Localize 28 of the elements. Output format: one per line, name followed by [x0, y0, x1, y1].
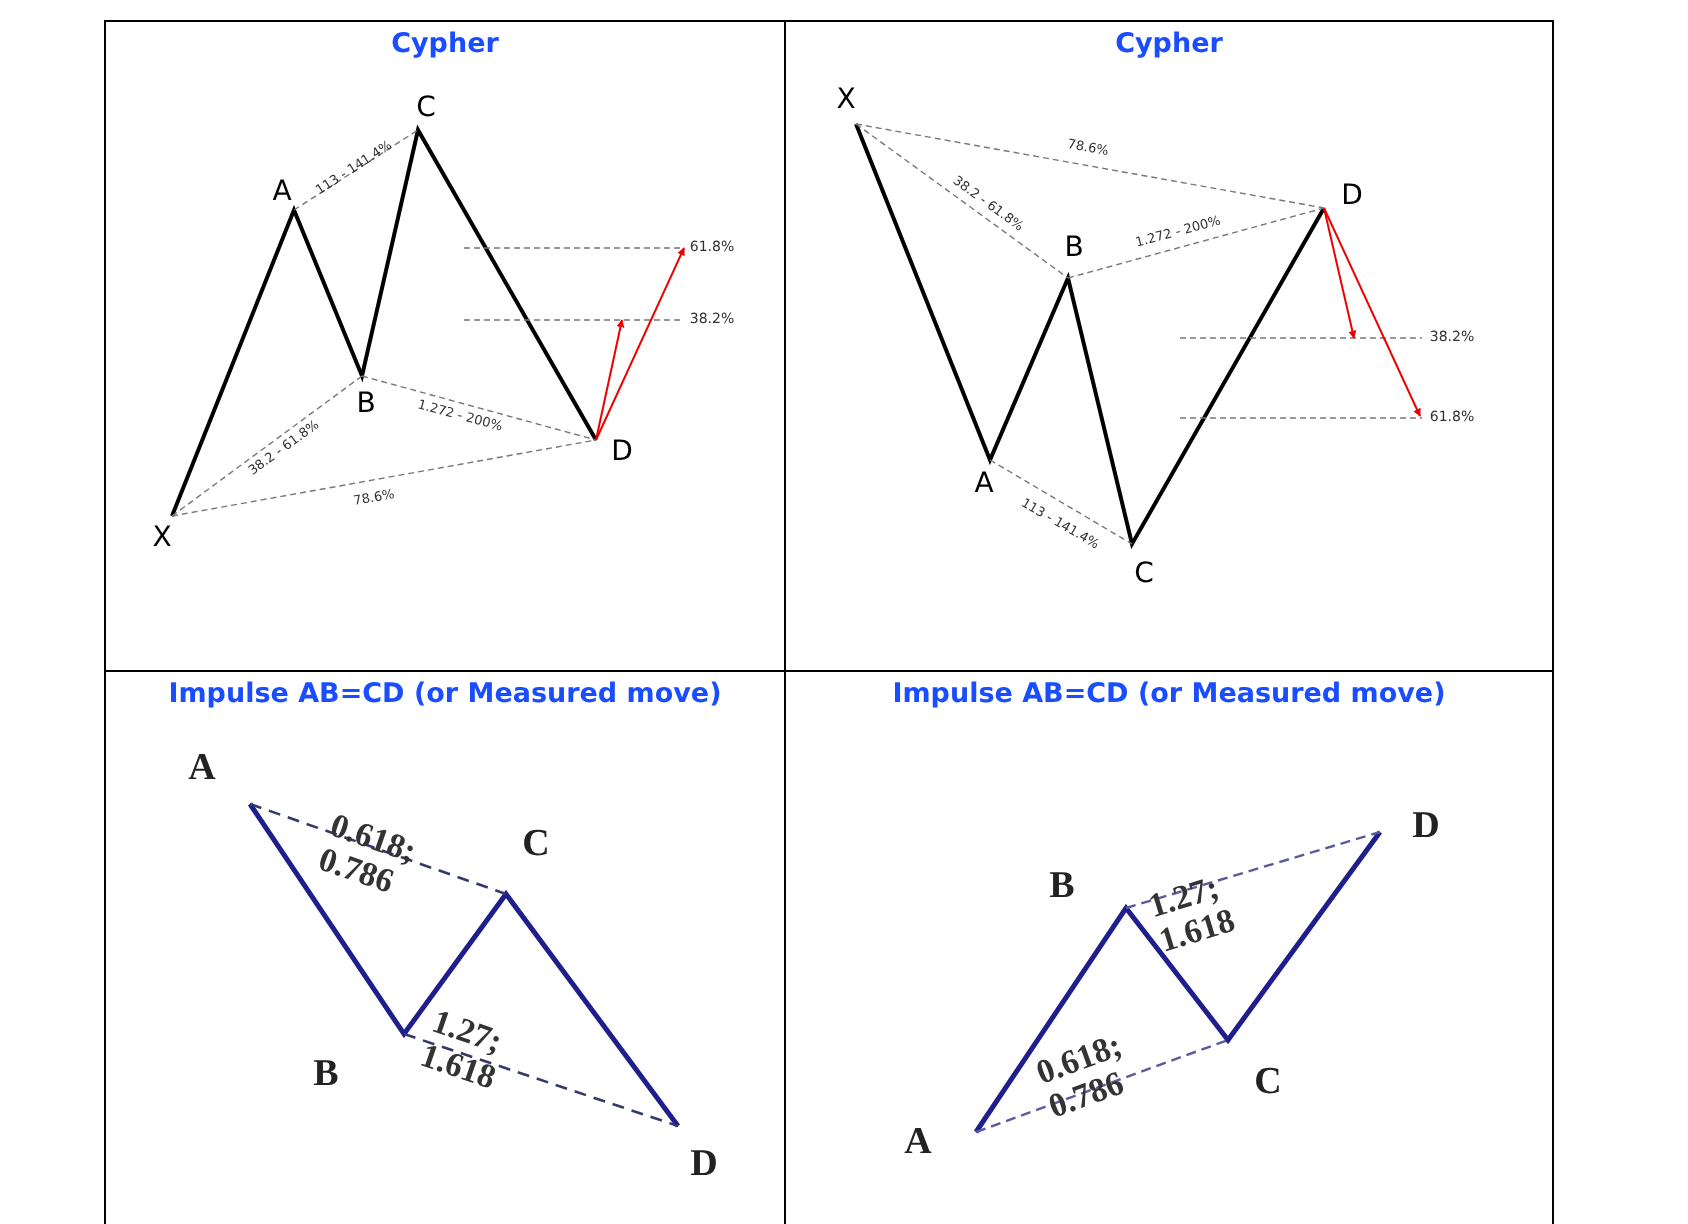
table-cell [784, 20, 1554, 672]
panel-title: Impulse AB=CD (or Measured move) [892, 678, 1446, 710]
point-letter: A [272, 178, 292, 206]
point-letter: A [188, 749, 216, 787]
point-letter: C [522, 825, 550, 863]
panel-title: Impulse AB=CD (or Measured move) [168, 678, 722, 710]
point-letter: B [313, 1055, 339, 1093]
point-letter: D [690, 1145, 718, 1183]
ratio-text: 0.618; 0.786 [314, 807, 424, 905]
point-letter: B [1064, 234, 1084, 262]
point-letter: A [974, 470, 994, 498]
point-letter: A [904, 1123, 932, 1161]
point-letter: D [1341, 182, 1363, 210]
point-letter: C [416, 94, 436, 122]
ratio-text: 1.27; 1.618 [1144, 866, 1241, 960]
panel-title: Cypher [391, 28, 499, 60]
point-letter: D [611, 438, 633, 466]
ratio-text: 0.618; 0.786 [1031, 1024, 1131, 1125]
point-letter: B [356, 390, 376, 418]
point-letter: C [1134, 560, 1154, 588]
point-letter: X [836, 86, 856, 114]
table-cell [104, 20, 786, 672]
point-letter: C [1254, 1063, 1282, 1101]
point-letter: B [1049, 867, 1075, 905]
panel-title: Cypher [1115, 28, 1223, 60]
ratio-text: 1.27; 1.618 [416, 1003, 510, 1101]
point-letter: D [1412, 807, 1440, 845]
point-letter: X [152, 524, 172, 552]
